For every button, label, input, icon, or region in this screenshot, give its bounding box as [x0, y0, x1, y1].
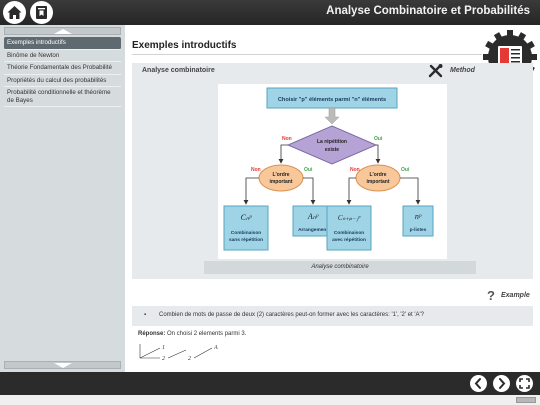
svg-text:avec répétition: avec répétition	[332, 237, 366, 243]
fullscreen-button[interactable]	[516, 375, 533, 392]
tree-node-2: 2	[162, 356, 165, 362]
flow-label-oui-left: Oui	[304, 167, 313, 173]
svg-text:Cₙᵖ: Cₙᵖ	[241, 213, 253, 222]
tree-node-3: 2	[188, 356, 191, 362]
flow-outcome-combinaison-sans: Cₙᵖ Combinaison sans répétition	[223, 205, 269, 251]
chevron-up-icon	[54, 29, 72, 34]
svg-text:important: important	[269, 179, 292, 185]
fullscreen-icon	[519, 378, 530, 389]
svg-text:Combinaison: Combinaison	[231, 230, 261, 236]
sidebar-item-exemples-introductifs[interactable]: Exemples introductifs	[4, 37, 121, 50]
sidebar-list: Exemples introductifs Binôme de Newton T…	[4, 37, 121, 107]
question-icon: ?	[487, 288, 495, 303]
sidebar: Exemples introductifs Binôme de Newton T…	[0, 25, 125, 372]
answer-tree: 1 2 2 A	[139, 344, 218, 362]
flow-order-right: L'ordre important	[355, 164, 401, 192]
question-text: Combien de mots de passe de deux (2) car…	[159, 312, 425, 318]
title-divider	[132, 54, 482, 55]
sidebar-item-probabilite-conditionnelle[interactable]: Probabilité conditionnelle et théorème d…	[4, 87, 121, 107]
flow-label-non-right: Non	[350, 167, 360, 173]
tree-node-4: A	[213, 345, 218, 351]
book-icon	[36, 6, 47, 19]
svg-text:L'ordre: L'ordre	[369, 172, 386, 178]
method-label: Method	[450, 67, 475, 74]
example-label: Example	[501, 292, 530, 299]
svg-text:Cₙ₊ₚ₋₁ᵖ: Cₙ₊ₚ₋₁ᵖ	[338, 214, 361, 222]
tools-icon	[428, 64, 443, 78]
footer	[0, 395, 540, 405]
svg-text:important: important	[366, 179, 389, 185]
flow-outcome-arrangement: Aₙᵖ Arrangement	[292, 205, 334, 237]
method-title: Analyse combinatoire	[142, 67, 215, 74]
answer-line: Réponse: On choisi 2 elements parmi 3.	[138, 331, 246, 337]
svg-text:Choisir "p" éléments parmi "n": Choisir "p" éléments parmi "n" éléments	[278, 97, 386, 103]
tree-node-1: 1	[162, 345, 165, 351]
svg-text:nᵖ: nᵖ	[415, 212, 422, 221]
flow-outcome-p-listes: nᵖ p-listes	[402, 205, 434, 237]
chevron-left-icon	[474, 378, 481, 389]
sidebar-item-binome-de-newton[interactable]: Binôme de Newton	[4, 50, 121, 62]
home-icon	[7, 6, 22, 19]
flow-order-left: L'ordre important	[258, 164, 304, 192]
flow-label-oui-right: Oui	[401, 167, 410, 173]
chevron-down-icon	[54, 363, 72, 368]
top-bar: Analyse Combinatoire et Probabilités	[0, 0, 540, 25]
next-button[interactable]	[493, 375, 510, 392]
previous-button[interactable]	[470, 375, 487, 392]
diagram-caption: Analyse combinatoire	[311, 264, 369, 270]
flow-label-non-left: Non	[251, 167, 261, 173]
flowchart: Choisir "p" éléments parmi "n" éléments …	[218, 84, 447, 259]
flowchart-svg: Choisir "p" éléments parmi "n" éléments …	[223, 87, 434, 251]
flow-label-oui-top: Oui	[374, 136, 383, 142]
svg-text:p-listes: p-listes	[410, 227, 427, 233]
flow-decision: La répétition existe	[286, 125, 378, 165]
sidebar-item-theorie-fondamentale[interactable]: Théorie Fondamentale des Probabilité	[4, 62, 121, 75]
logo-icon	[516, 397, 536, 403]
app-title: Analyse Combinatoire et Probabilités	[326, 5, 530, 17]
flow-outcome-combinaison-avec: Cₙ₊ₚ₋₁ᵖ Combinaison avec répétition	[326, 205, 372, 251]
question-box: ▪ Combien de mots de passe de deux (2) c…	[132, 306, 533, 326]
answer-text: On choisi 2 elements parmi 3.	[167, 331, 247, 337]
svg-text:sans répétition: sans répétition	[229, 237, 263, 243]
svg-text:Arrangement: Arrangement	[298, 227, 328, 233]
diagram-area: Choisir "p" éléments parmi "n" éléments …	[132, 79, 533, 279]
svg-text:La répétition: La répétition	[317, 139, 347, 145]
content-panel: Exemples introductifs	[125, 25, 540, 372]
sidebar-scroll-up[interactable]	[4, 27, 121, 35]
chevron-right-icon	[499, 378, 506, 389]
svg-text:existe: existe	[325, 147, 339, 153]
flow-arrow-icon	[324, 107, 340, 125]
question-bullet: ▪	[144, 312, 147, 318]
home-button[interactable]	[3, 1, 26, 24]
example-header: ? Example	[132, 285, 533, 305]
diagram-caption-bar: Analyse combinatoire	[204, 261, 476, 274]
book-button[interactable]	[30, 1, 53, 24]
svg-text:L'ordre: L'ordre	[272, 172, 289, 178]
svg-text:Combinaison: Combinaison	[334, 230, 364, 236]
sidebar-scroll-down[interactable]	[4, 361, 121, 369]
flow-start-box: Choisir "p" éléments parmi "n" éléments	[266, 87, 398, 109]
bottom-bar	[0, 372, 540, 395]
answer-label: Réponse:	[138, 331, 166, 337]
method-header: Analyse combinatoire Method	[132, 63, 533, 79]
page-title: Exemples introductifs	[132, 40, 237, 51]
sidebar-item-proprietes-calcul[interactable]: Propriétés du calcul des probabilités	[4, 75, 121, 87]
flow-label-non-top: Non	[282, 136, 292, 142]
svg-text:Aₙᵖ: Aₙᵖ	[307, 212, 319, 221]
